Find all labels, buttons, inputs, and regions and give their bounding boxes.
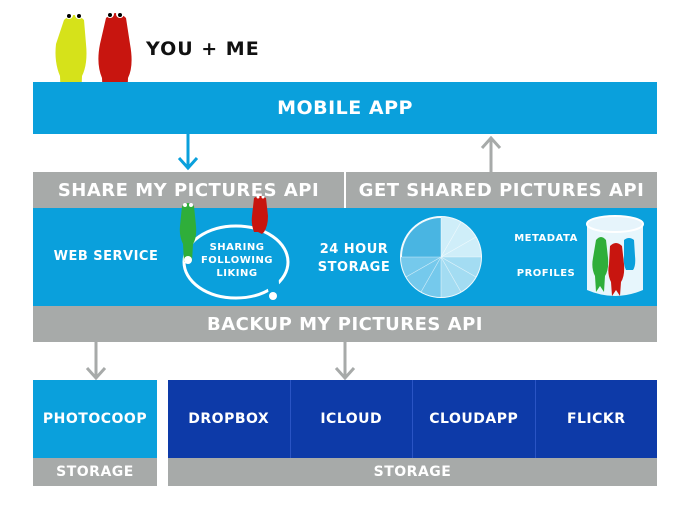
storage-label-line2: STORAGE: [317, 259, 391, 275]
red-db-person-icon: [608, 243, 625, 296]
cloudapp-box: CLOUDAPP: [413, 380, 536, 458]
flickr-box: FLICKR: [535, 380, 657, 458]
green-person-icon: [179, 203, 197, 264]
profiles-label: PROFILES: [516, 267, 576, 279]
dropbox-box: DROPBOX: [168, 380, 291, 458]
cycle-text-sharing: SHARING: [209, 242, 265, 253]
blue-small-person-icon: [267, 268, 280, 300]
green-db-person-icon: [592, 237, 609, 292]
up-arrow-icon: [480, 136, 502, 172]
sharing-cycle-icon: [179, 196, 290, 300]
web-service-band: [33, 208, 657, 306]
database-cylinder-icon: [586, 215, 644, 296]
blue-db-person-icon: [623, 238, 636, 270]
get-shared-pictures-api: GET SHARED PICTURES API: [346, 172, 657, 208]
web-service-label: WEB SERVICE: [53, 248, 159, 264]
photocoop-storage-label: STORAGE: [33, 458, 157, 486]
cloud-providers-row: DROPBOX ICLOUD CLOUDAPP FLICKR: [168, 380, 657, 458]
clock-storage-icon: [400, 216, 482, 298]
down-arrow-icon: [177, 134, 199, 171]
metadata-label: METADATA: [514, 232, 578, 244]
red-small-person-icon: [251, 196, 268, 234]
cycle-text-liking: LIKING: [216, 268, 258, 279]
storage-label-line1: 24 HOUR: [319, 241, 389, 257]
photocoop-box: PHOTOCOOP: [33, 380, 157, 458]
icloud-box: ICLOUD: [290, 380, 413, 458]
down-arrow-icon: [334, 342, 356, 380]
down-arrow-icon: [85, 342, 107, 380]
mobile-app-bar: MOBILE APP: [33, 82, 657, 134]
cloud-storage-label: STORAGE: [168, 458, 657, 486]
page-title: YOU + ME: [146, 38, 260, 60]
backup-pictures-api: BACKUP MY PICTURES API: [33, 306, 657, 342]
share-pictures-api: SHARE MY PICTURES API: [33, 172, 344, 208]
cycle-text-following: FOLLOWING: [200, 255, 274, 266]
